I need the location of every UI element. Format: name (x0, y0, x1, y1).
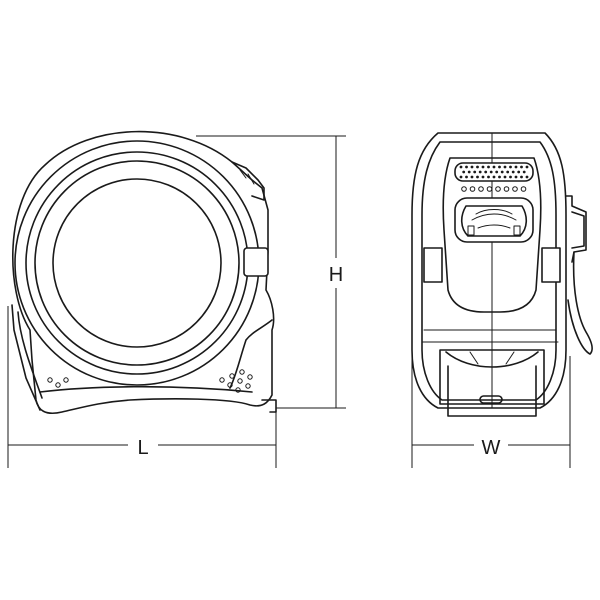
pad-dot (470, 165, 474, 169)
pad-dot (509, 175, 512, 179)
pad-dot (476, 175, 479, 179)
tape-hook (261, 399, 277, 413)
height-label: H (329, 264, 343, 286)
pad-dot (500, 170, 504, 174)
pad-dot (492, 165, 496, 169)
button-dot (520, 186, 527, 192)
pad-dots (459, 165, 529, 179)
pad-dot (489, 170, 493, 174)
pad-dot (465, 175, 468, 179)
clip-bump (231, 161, 265, 201)
pad-dot (473, 170, 477, 174)
pad-dot (522, 170, 526, 174)
front-outer-shell (411, 132, 567, 409)
pad-dot (525, 175, 529, 179)
tape-mouth (439, 349, 545, 405)
dimension-lines (7, 135, 571, 468)
middle-ring (25, 151, 249, 375)
pad-dot (503, 165, 507, 169)
pad-dot (481, 175, 485, 179)
pad-dot (506, 170, 510, 174)
pad-dot (525, 165, 529, 169)
pad-dot (470, 175, 474, 179)
pad-dot (467, 170, 471, 174)
pad-dot (498, 175, 501, 179)
wrist-strap (567, 251, 593, 355)
lock-button (243, 247, 269, 277)
pad-dot (484, 170, 488, 174)
pad-dot (514, 165, 518, 169)
pad-dot (520, 165, 523, 169)
length-label: L (137, 437, 148, 459)
grip-dots-left (47, 377, 69, 388)
width-label: W (482, 437, 501, 459)
front-view (411, 132, 593, 417)
pad-dot (511, 170, 515, 174)
button-dot (478, 186, 484, 192)
grip-band (17, 311, 43, 399)
left-side-button (423, 247, 443, 283)
pad-dot (476, 165, 479, 169)
pad-dot (514, 175, 518, 179)
button-dot (512, 186, 518, 192)
outer-ring (14, 140, 260, 386)
pad-dot (459, 175, 463, 179)
button-dot (486, 186, 493, 192)
button-dot (503, 186, 510, 192)
button-dot (469, 186, 476, 192)
pad-dot (498, 165, 501, 169)
center-disc (52, 178, 222, 348)
pad-dot (465, 165, 468, 169)
belt-clip (565, 195, 587, 263)
pad-dot (481, 165, 485, 169)
center-panel (442, 157, 542, 313)
grip-dots-right (219, 369, 253, 393)
inner-ring (34, 160, 240, 366)
pad-dot (459, 165, 463, 169)
pad-dot (487, 165, 490, 169)
pad-dot (495, 170, 499, 174)
right-side-button (541, 247, 561, 283)
pad-dot (492, 175, 496, 179)
pad-dot (478, 170, 482, 174)
button-dots (461, 186, 527, 192)
button-dot (461, 186, 467, 192)
hook-slot (479, 395, 503, 404)
dimension-labels: H L W (128, 258, 508, 460)
top-grip-pad (454, 162, 534, 182)
pad-dot (517, 170, 521, 174)
pad-dot (520, 175, 523, 179)
pad-dot (487, 175, 490, 179)
side-view (11, 130, 277, 415)
button-dot (495, 186, 501, 192)
pad-dot (462, 170, 466, 174)
pad-dot (509, 165, 512, 169)
case-outline (12, 130, 275, 415)
pad-dot (503, 175, 507, 179)
